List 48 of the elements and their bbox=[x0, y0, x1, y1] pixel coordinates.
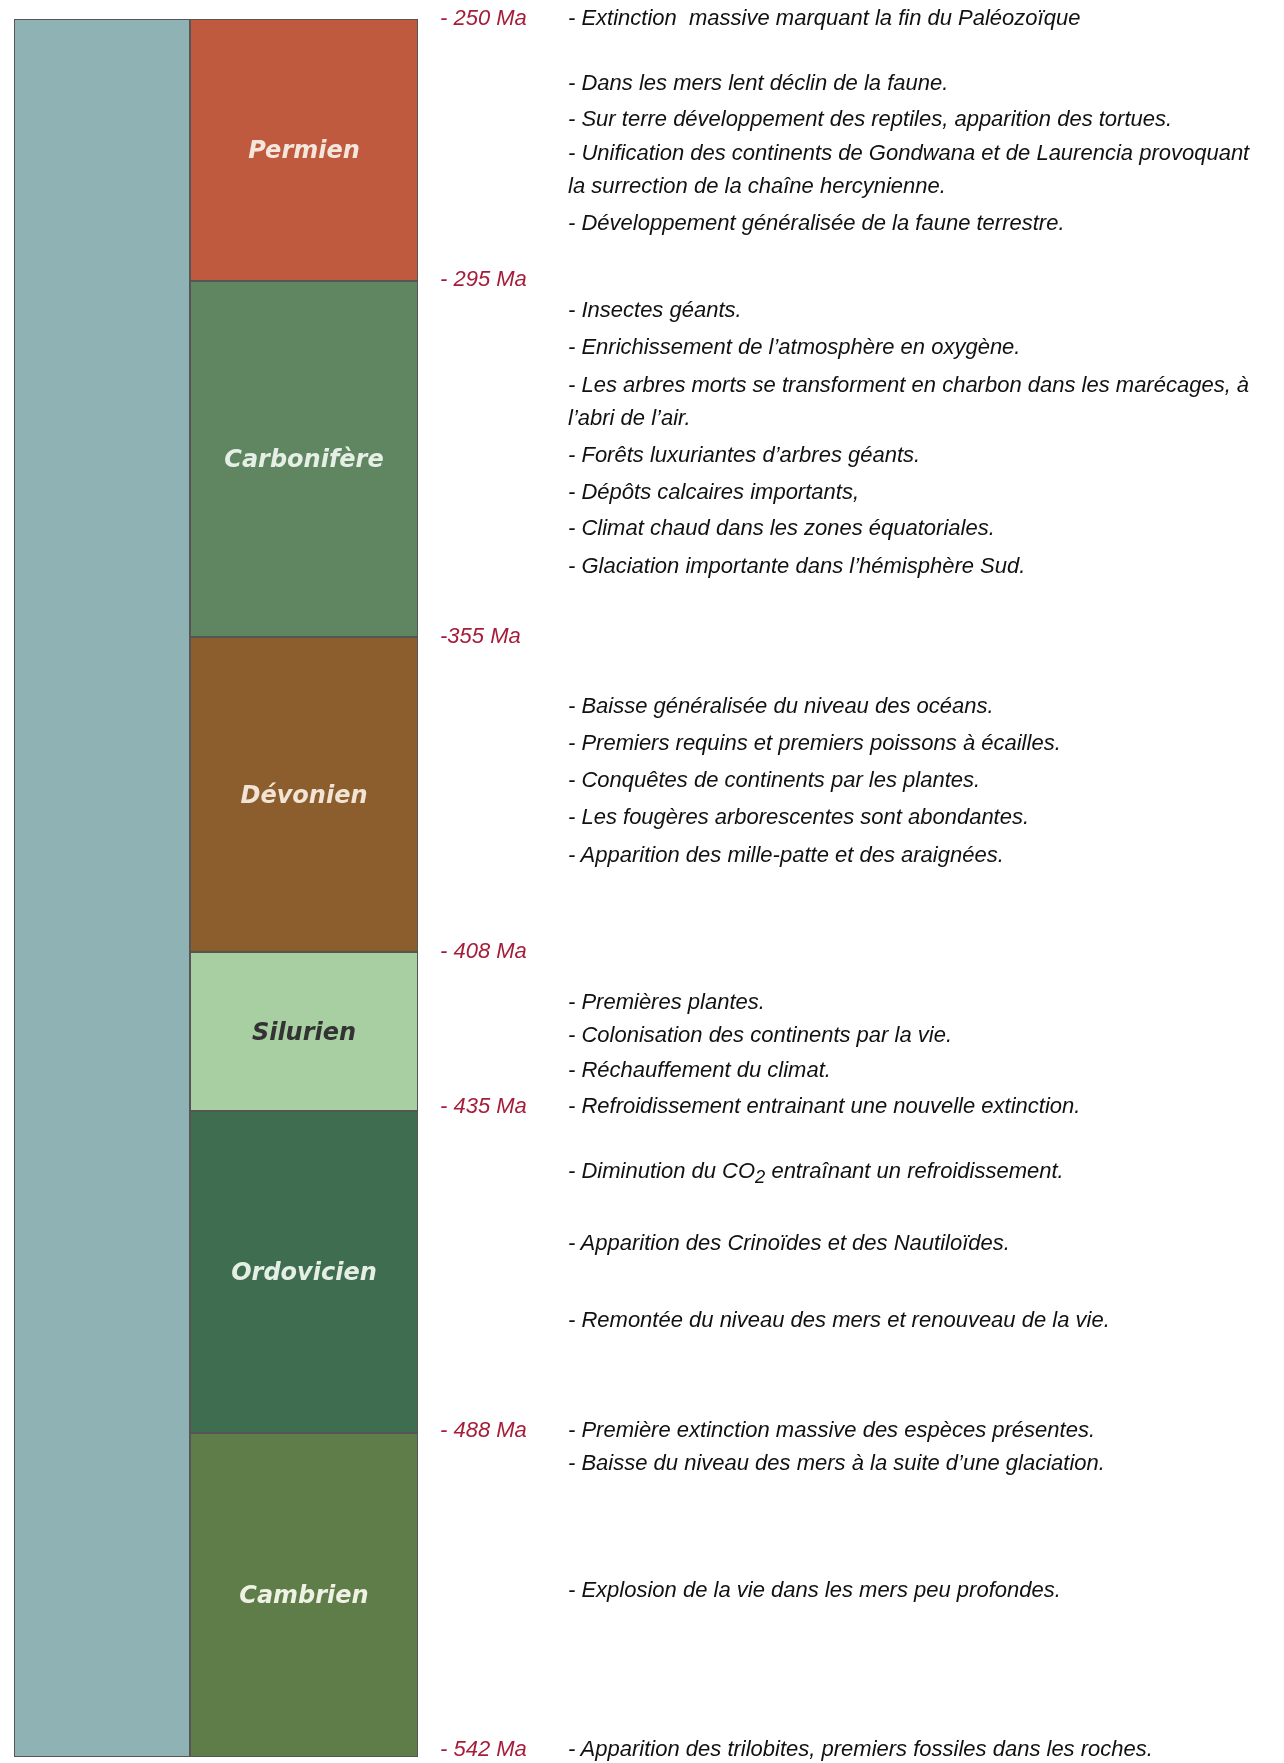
period-band bbox=[190, 19, 418, 281]
event-note: - Dans les mers lent déclin de la faune. bbox=[568, 69, 949, 97]
event-note: - Conquêtes de continents par les plantes. bbox=[568, 766, 981, 794]
age-label: - 408 Ma bbox=[440, 937, 527, 965]
age-label: -355 Ma bbox=[440, 622, 521, 650]
event-note: - Baisse généralisée du niveau des océans. bbox=[568, 692, 994, 720]
event-note: - Glaciation importante dans l’hémisphère Sud. bbox=[568, 552, 1026, 580]
event-note: - Refroidissement entrainant une nouvelle extinction. bbox=[568, 1092, 1081, 1120]
period-name: Dévonien bbox=[240, 780, 368, 809]
event-note: - Sur terre développement des reptiles, apparition des tortues. bbox=[568, 105, 1173, 133]
event-note: - Apparition des trilobites, premiers fossiles dans les roches. bbox=[568, 1735, 1153, 1763]
event-note: - Insectes géants. bbox=[568, 296, 742, 324]
period-name: Carbonifère bbox=[224, 445, 384, 473]
age-label: - 295 Ma bbox=[440, 265, 527, 293]
event-note: - Les fougères arborescentes sont abondantes. bbox=[568, 803, 1030, 831]
event-note: - Colonisation des continents par la vie. bbox=[568, 1021, 952, 1049]
event-note: - Les arbres morts se transforment en charbon dans les marécages, à l’abri de l’air. bbox=[568, 371, 1251, 432]
time-column bbox=[14, 19, 190, 1757]
event-note: - Réchauffement du climat. bbox=[568, 1056, 831, 1084]
event-note: - Première extinction massive des espèces présentes. bbox=[568, 1416, 1095, 1444]
event-note: - Extinction massive marquant la fin du Paléozoïque bbox=[568, 4, 1081, 32]
age-label: - 488 Ma bbox=[440, 1416, 527, 1444]
event-note: - Forêts luxuriantes d’arbres géants. bbox=[568, 441, 921, 469]
event-note: - Apparition des mille-patte et des araignées. bbox=[568, 841, 1004, 869]
period-name: Cambrien bbox=[239, 1581, 369, 1609]
event-note: - Baisse du niveau des mers à la suite d’une glaciation. bbox=[568, 1449, 1105, 1477]
period-name: Ordovicien bbox=[231, 1258, 377, 1286]
period-band bbox=[190, 1433, 418, 1757]
period-name: Silurien bbox=[251, 1017, 357, 1046]
age-label: - 250 Ma bbox=[440, 4, 527, 32]
event-note: - Climat chaud dans les zones équatoriales. bbox=[568, 514, 995, 542]
event-note: - Diminution du CO$_{2}$ entraînant un refroidissement. bbox=[568, 1157, 1064, 1190]
age-label: - 435 Ma bbox=[440, 1092, 527, 1120]
period-band bbox=[190, 1111, 418, 1433]
period-name: Permien bbox=[248, 136, 360, 164]
age-label: - 542 Ma bbox=[440, 1735, 527, 1763]
period-band bbox=[190, 281, 418, 637]
period-band bbox=[190, 952, 418, 1111]
event-note: - Enrichissement de l’atmosphère en oxygène. bbox=[568, 333, 1021, 361]
event-note: - Premières plantes. bbox=[568, 988, 765, 1016]
event-note: - Dépôts calcaires importants, bbox=[568, 478, 859, 506]
event-note: - Remontée du niveau des mers et renouveau de la vie. bbox=[568, 1306, 1110, 1334]
event-note: - Unification des continents de Gondwana et de Laurencia provoquant la surrection de la chaîne hercynienne. bbox=[568, 139, 1251, 200]
event-note: - Développement généralisée de la faune terrestre. bbox=[568, 209, 1065, 237]
event-note: - Premiers requins et premiers poissons à écailles. bbox=[568, 729, 1061, 757]
event-note: - Explosion de la vie dans les mers peu profondes. bbox=[568, 1576, 1061, 1604]
period-band bbox=[190, 637, 418, 952]
event-note: - Apparition des Crinoïdes et des Nautiloïdes. bbox=[568, 1229, 1010, 1257]
